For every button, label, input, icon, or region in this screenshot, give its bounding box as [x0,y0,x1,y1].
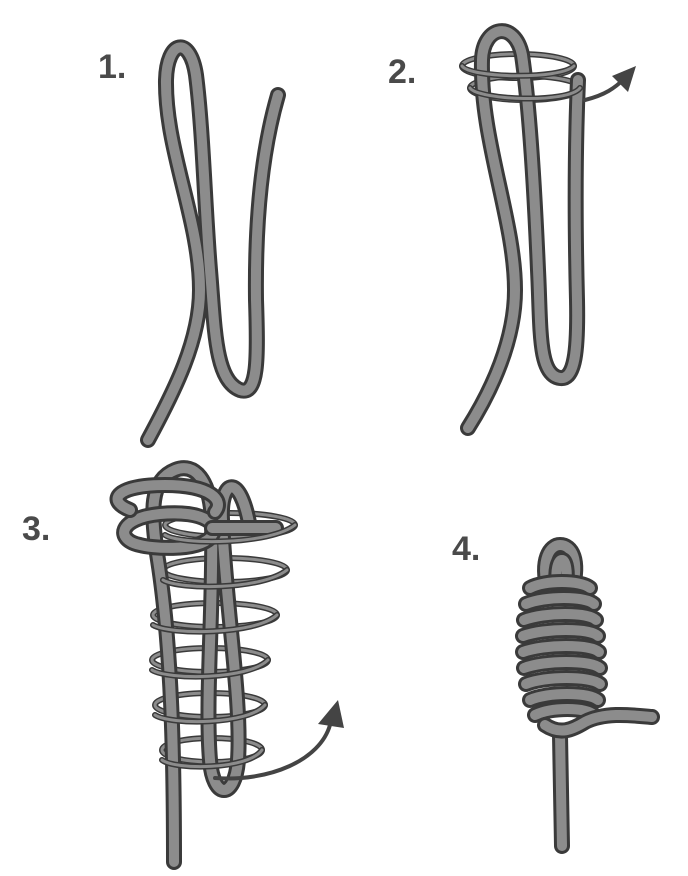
step-2-rope [462,31,580,428]
step-1-rope [148,47,278,440]
step-3-rope [118,468,295,862]
step-4-knot [523,545,652,846]
step-2-arrow [585,66,636,100]
